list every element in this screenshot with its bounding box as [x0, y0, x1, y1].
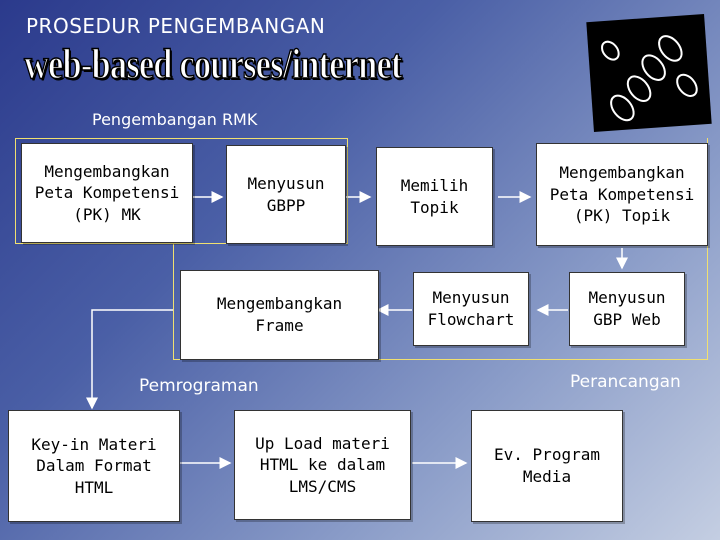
box-memilih-topik: Memilih Topik	[376, 147, 493, 246]
box-label: Mengembangkan Peta Kompetensi (PK) MK	[34, 161, 180, 224]
box-peta-kompetensi-mk: Mengembangkan Peta Kompetensi (PK) MK	[21, 143, 193, 243]
design-group-outline-left	[173, 244, 174, 360]
box-menyusun-gbp-web: Menyusun GBP Web	[569, 272, 685, 346]
subtitle: Pengembangan RMK	[92, 110, 258, 129]
banner-heading: web-based courses/internet	[23, 42, 403, 88]
box-label: Menyusun GBPP	[247, 173, 325, 215]
box-key-in-materi: Key-in Materi Dalam Format HTML	[8, 410, 180, 522]
box-mengembangkan-frame: Mengembangkan Frame	[180, 270, 379, 360]
page-title: PROSEDUR PENGEMBANGAN	[26, 14, 326, 38]
footprints-icon	[586, 14, 712, 132]
box-menyusun-flowchart: Menyusun Flowchart	[413, 272, 529, 346]
box-label: Memilih Topik	[400, 175, 469, 217]
box-menyusun-gbpp: Menyusun GBPP	[226, 145, 346, 244]
design-group-outline	[173, 138, 708, 360]
box-upload-materi: Up Load materi HTML ke dalam LMS/CMS	[234, 410, 411, 520]
box-ev-program-media: Ev. Program Media	[471, 410, 623, 522]
box-peta-kompetensi-topik: Mengembangkan Peta Kompetensi (PK) Topik	[536, 143, 708, 246]
rmk-group-outline	[15, 138, 348, 244]
box-label: Mengembangkan Peta Kompetensi (PK) Topik	[549, 163, 695, 226]
box-label: Menyusun GBP Web	[588, 288, 666, 329]
section-label-perancangan: Perancangan	[570, 372, 681, 392]
box-label: Menyusun Flowchart	[427, 288, 515, 329]
box-label: Key-in Materi Dalam Format HTML	[31, 434, 157, 497]
section-label-pemrograman: Pemrograman	[139, 376, 259, 396]
box-label: Up Load materi HTML ke dalam LMS/CMS	[255, 433, 390, 496]
box-label: Mengembangkan Frame	[216, 294, 343, 335]
box-label: Ev. Program Media	[494, 445, 600, 486]
